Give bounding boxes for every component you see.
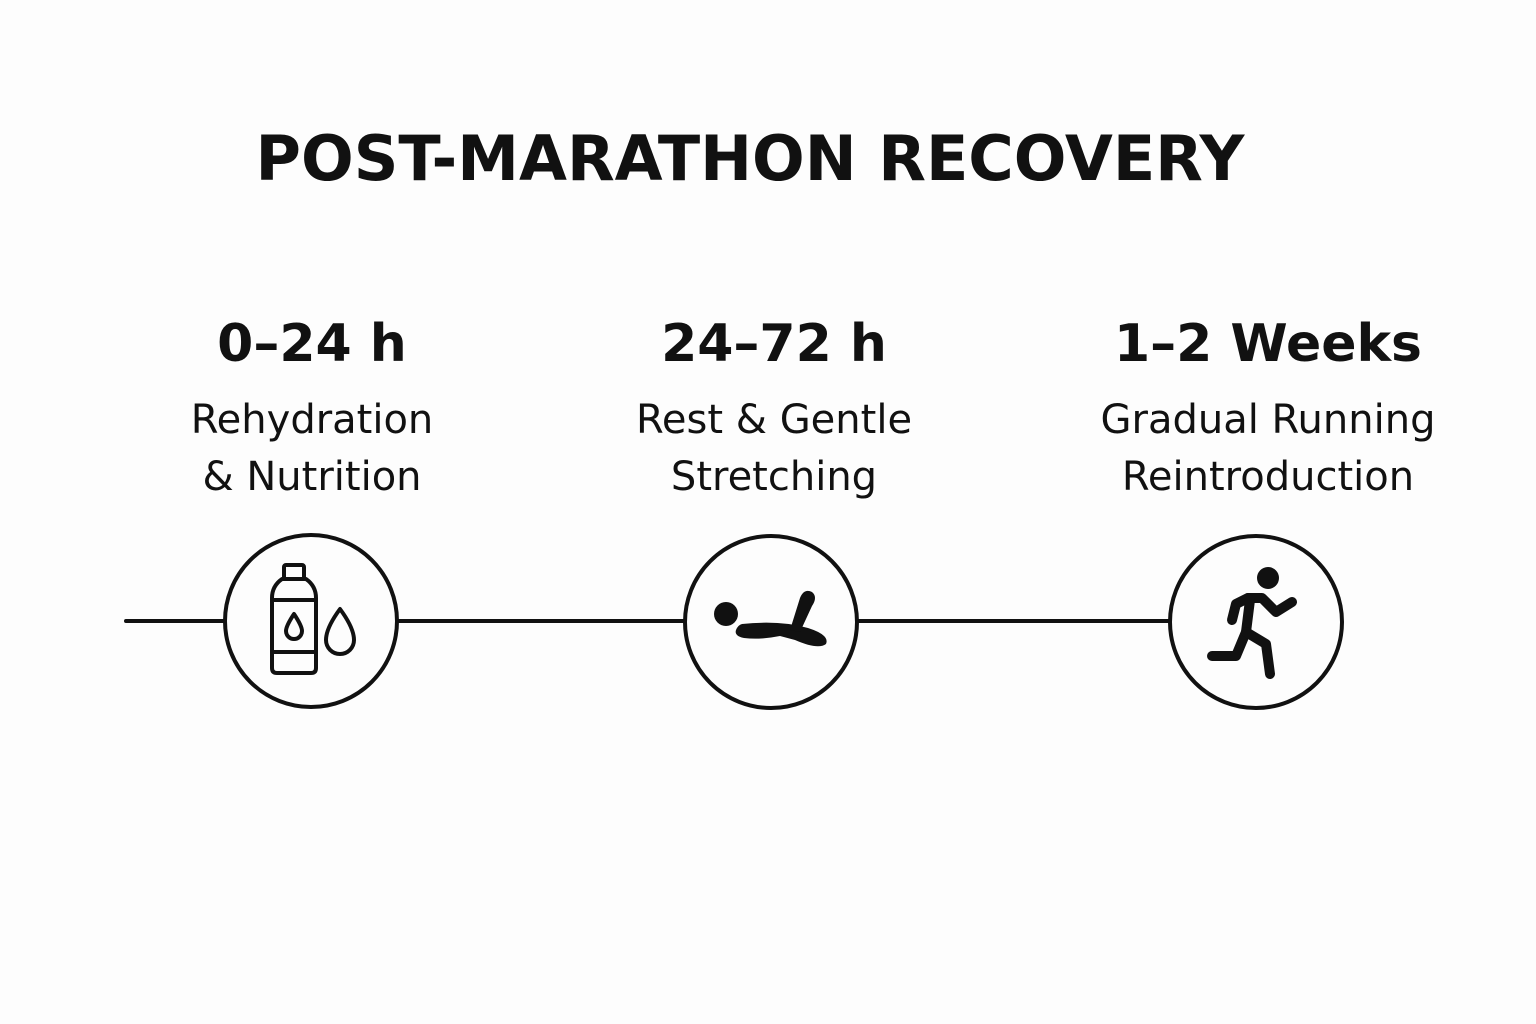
- water-bottle-drop-icon: [223, 533, 399, 709]
- stage-time: 0–24 h: [217, 314, 407, 374]
- running-person-icon: [1168, 534, 1344, 710]
- stage-time: 24–72 h: [661, 314, 887, 374]
- stage-time: 1–2 Weeks: [1113, 314, 1423, 374]
- stage-description-line1: Rehydration: [190, 397, 434, 443]
- page-title: POST-MARATHON RECOVERY: [255, 122, 1245, 195]
- stage-description-line1: Rest & Gentle: [635, 397, 913, 443]
- stage-1-2-weeks: 1–2 Weeks Gradual Running Reintroduction: [1058, 318, 1478, 506]
- stage-description-line2: & Nutrition: [202, 454, 422, 500]
- stage-24-72h: 24–72 h Rest & Gentle Stretching: [564, 318, 984, 506]
- icon-circle: [1168, 534, 1344, 710]
- stage-description-line1: Gradual Running: [1100, 397, 1436, 443]
- stage-0-24h: 0–24 h Rehydration & Nutrition: [102, 318, 522, 506]
- icon-circle: [683, 534, 859, 710]
- stage-description-line2: Stretching: [670, 454, 878, 500]
- icon-circle: [223, 533, 399, 709]
- stage-description-line2: Reintroduction: [1121, 454, 1415, 500]
- resting-person-icon: [683, 534, 859, 710]
